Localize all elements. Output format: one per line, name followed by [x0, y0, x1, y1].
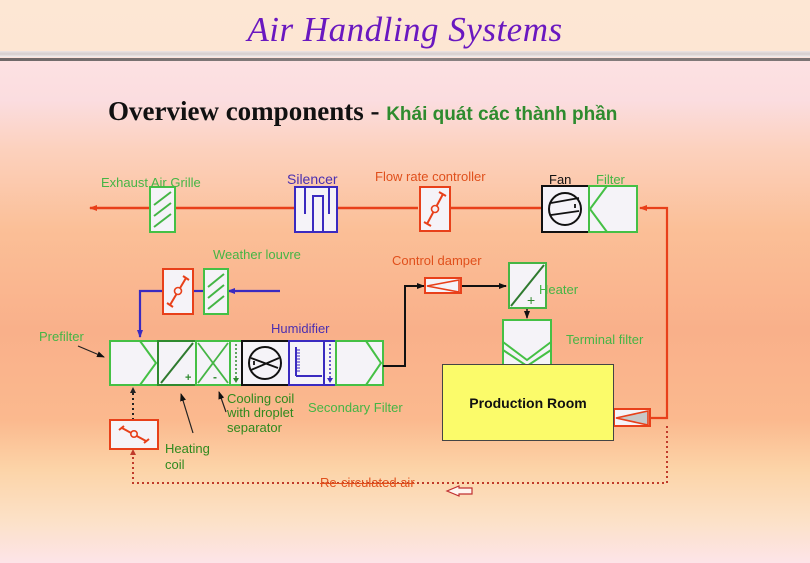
return-damper-icon — [613, 408, 651, 427]
exhaust-air-grille-icon — [149, 186, 176, 233]
slide-subtitle: Overview components - Khái quát các thàn… — [108, 96, 617, 127]
humidifier-separator-icon — [323, 340, 337, 386]
supply-fan-icon — [241, 340, 290, 386]
return-air-line — [639, 205, 669, 420]
terminal-filter-icon — [502, 319, 552, 368]
label-cooling-coil-line-2: with droplet — [227, 405, 294, 420]
cooling-coil-icon: - — [195, 340, 231, 386]
outside-air-damper-icon — [162, 268, 194, 315]
prefilter-icon — [109, 340, 159, 386]
label-flow-rate-controller: Flow rate controller — [375, 169, 486, 184]
label-terminal-filter: Terminal filter — [566, 332, 644, 347]
slide-title: Air Handling Systems — [247, 10, 563, 49]
label-cooling-coil-line-1: Cooling coil — [227, 391, 295, 406]
label-secondary-filter: Secondary Filter — [308, 400, 403, 415]
supply-air-line — [383, 283, 530, 367]
label-recirculated-air: Re-circulated air — [320, 475, 415, 490]
heating-coil-icon: + — [157, 340, 197, 386]
label-prefilter: Prefilter — [39, 329, 84, 344]
subtitle-vietnamese: Khái quát các thành phần — [386, 104, 618, 125]
recirculation-arrow-icon — [445, 485, 473, 497]
label-silencer: Silencer — [287, 171, 338, 187]
label-production-room: Production Room — [469, 394, 587, 411]
exhaust-filter-icon — [588, 185, 638, 233]
title-divider — [0, 51, 810, 57]
label-heater: Heater — [539, 282, 579, 297]
label-filter: Filter — [596, 172, 625, 187]
production-room: Production Room — [442, 364, 614, 441]
svg-text:+: + — [527, 292, 535, 308]
label-exhaust-air-grille: Exhaust Air Grille — [101, 175, 201, 190]
droplet-separator-icon — [229, 340, 243, 386]
heater-icon: + — [508, 262, 547, 309]
label-cooling-coil-line-3: separator — [227, 420, 282, 435]
recirculation-damper-icon — [109, 419, 159, 450]
label-control-damper: Control damper — [392, 253, 482, 268]
secondary-filter-icon — [335, 340, 384, 386]
recirculated-air-line — [130, 387, 668, 484]
label-heating-coil-line-2: coil — [165, 457, 185, 472]
label-pointers — [77, 345, 227, 434]
label-humidifier: Humidifier — [271, 321, 330, 336]
control-damper-icon — [424, 277, 462, 294]
title-divider-shadow — [0, 58, 810, 61]
silencer-icon — [294, 186, 338, 233]
outside-air-line — [137, 288, 280, 338]
flow-rate-controller-icon — [419, 186, 451, 232]
label-heating-coil-line-1: Heating — [165, 441, 210, 456]
label-fan: Fan — [549, 172, 572, 187]
svg-text:+: + — [185, 372, 191, 384]
svg-text:-: - — [213, 370, 217, 384]
exhaust-fan-icon — [541, 185, 590, 233]
humidifier-icon — [288, 340, 325, 386]
label-weather-louvre: Weather louvre — [213, 247, 301, 262]
weather-louvre-icon — [203, 268, 229, 315]
subtitle-english: Overview components - — [108, 96, 387, 126]
